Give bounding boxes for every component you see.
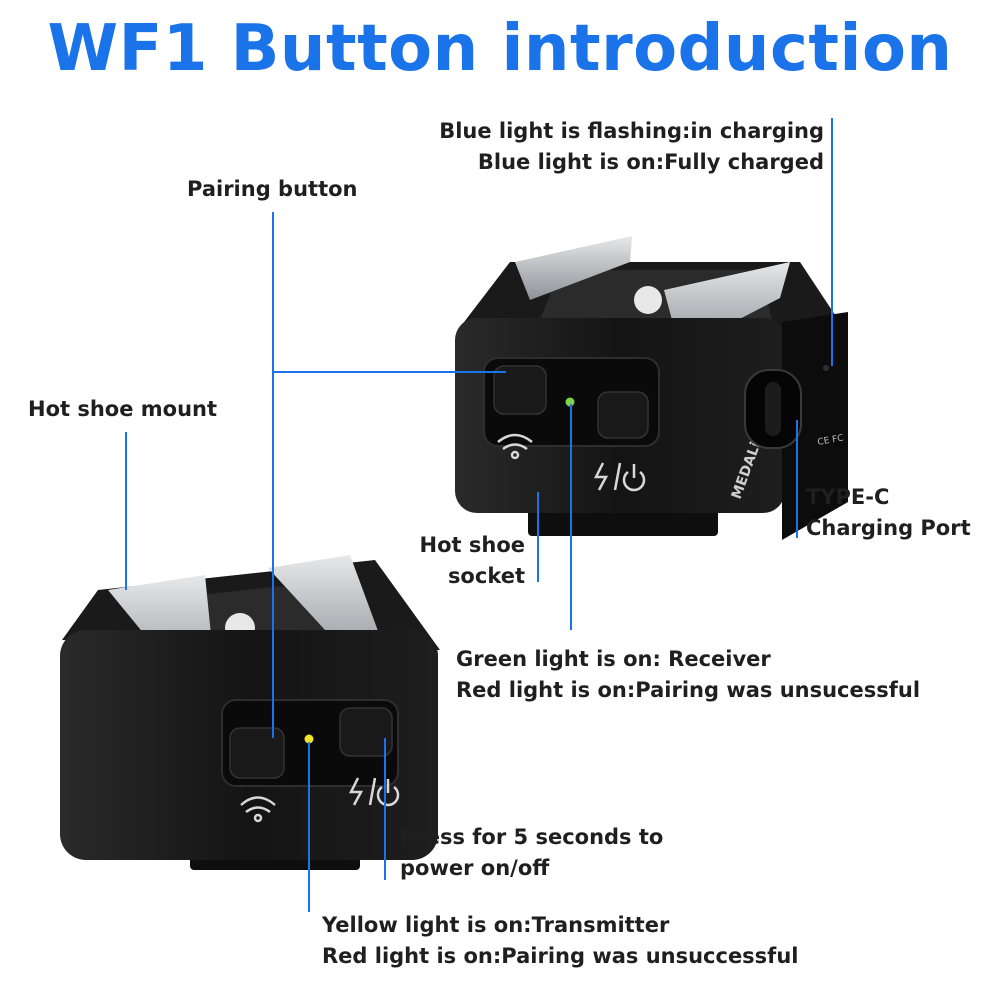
receiver-light-label: Green light is on: Receiver Red light is… <box>456 647 921 702</box>
hot-shoe-mount-label: Hot shoe mount <box>28 397 218 421</box>
pairing-button-lower[interactable] <box>229 727 285 779</box>
charging-light-label: Blue light is flashing:in charging Blue … <box>439 119 824 174</box>
transmitter-unit <box>60 555 440 870</box>
hot-shoe-socket-label: Hot shoe socket <box>419 533 525 588</box>
callout-lines <box>125 118 833 912</box>
pairing-button-upper[interactable] <box>493 365 547 415</box>
wifi-icon <box>497 433 533 460</box>
green-led <box>565 397 575 407</box>
side-face-upper <box>782 312 848 540</box>
left-rail-upper <box>515 236 632 300</box>
receiver-unit: MEDALight CE FC <box>455 236 848 540</box>
wifi-icon <box>240 796 276 823</box>
power-button-label: Press for 5 seconds to power on/off <box>400 825 664 880</box>
type-c-label: TYPE-C Charging Port <box>806 485 971 540</box>
transmitter-light-label: Yellow light is on:Transmitter Red light… <box>322 913 799 968</box>
pairing-button-label: Pairing button <box>187 177 358 201</box>
svg-text:CE FC: CE FC <box>817 434 845 448</box>
power-button-lower[interactable] <box>339 707 393 757</box>
charging-indicator-light <box>823 365 829 371</box>
flash-power-icon <box>348 777 400 807</box>
flash-power-icon <box>593 462 646 492</box>
page-title: WF1 Button introduction <box>47 12 953 86</box>
power-button-upper[interactable] <box>597 391 649 439</box>
center-contact-upper <box>634 286 662 314</box>
certification-icons: CE FC <box>817 434 845 448</box>
yellow-led <box>304 734 314 744</box>
